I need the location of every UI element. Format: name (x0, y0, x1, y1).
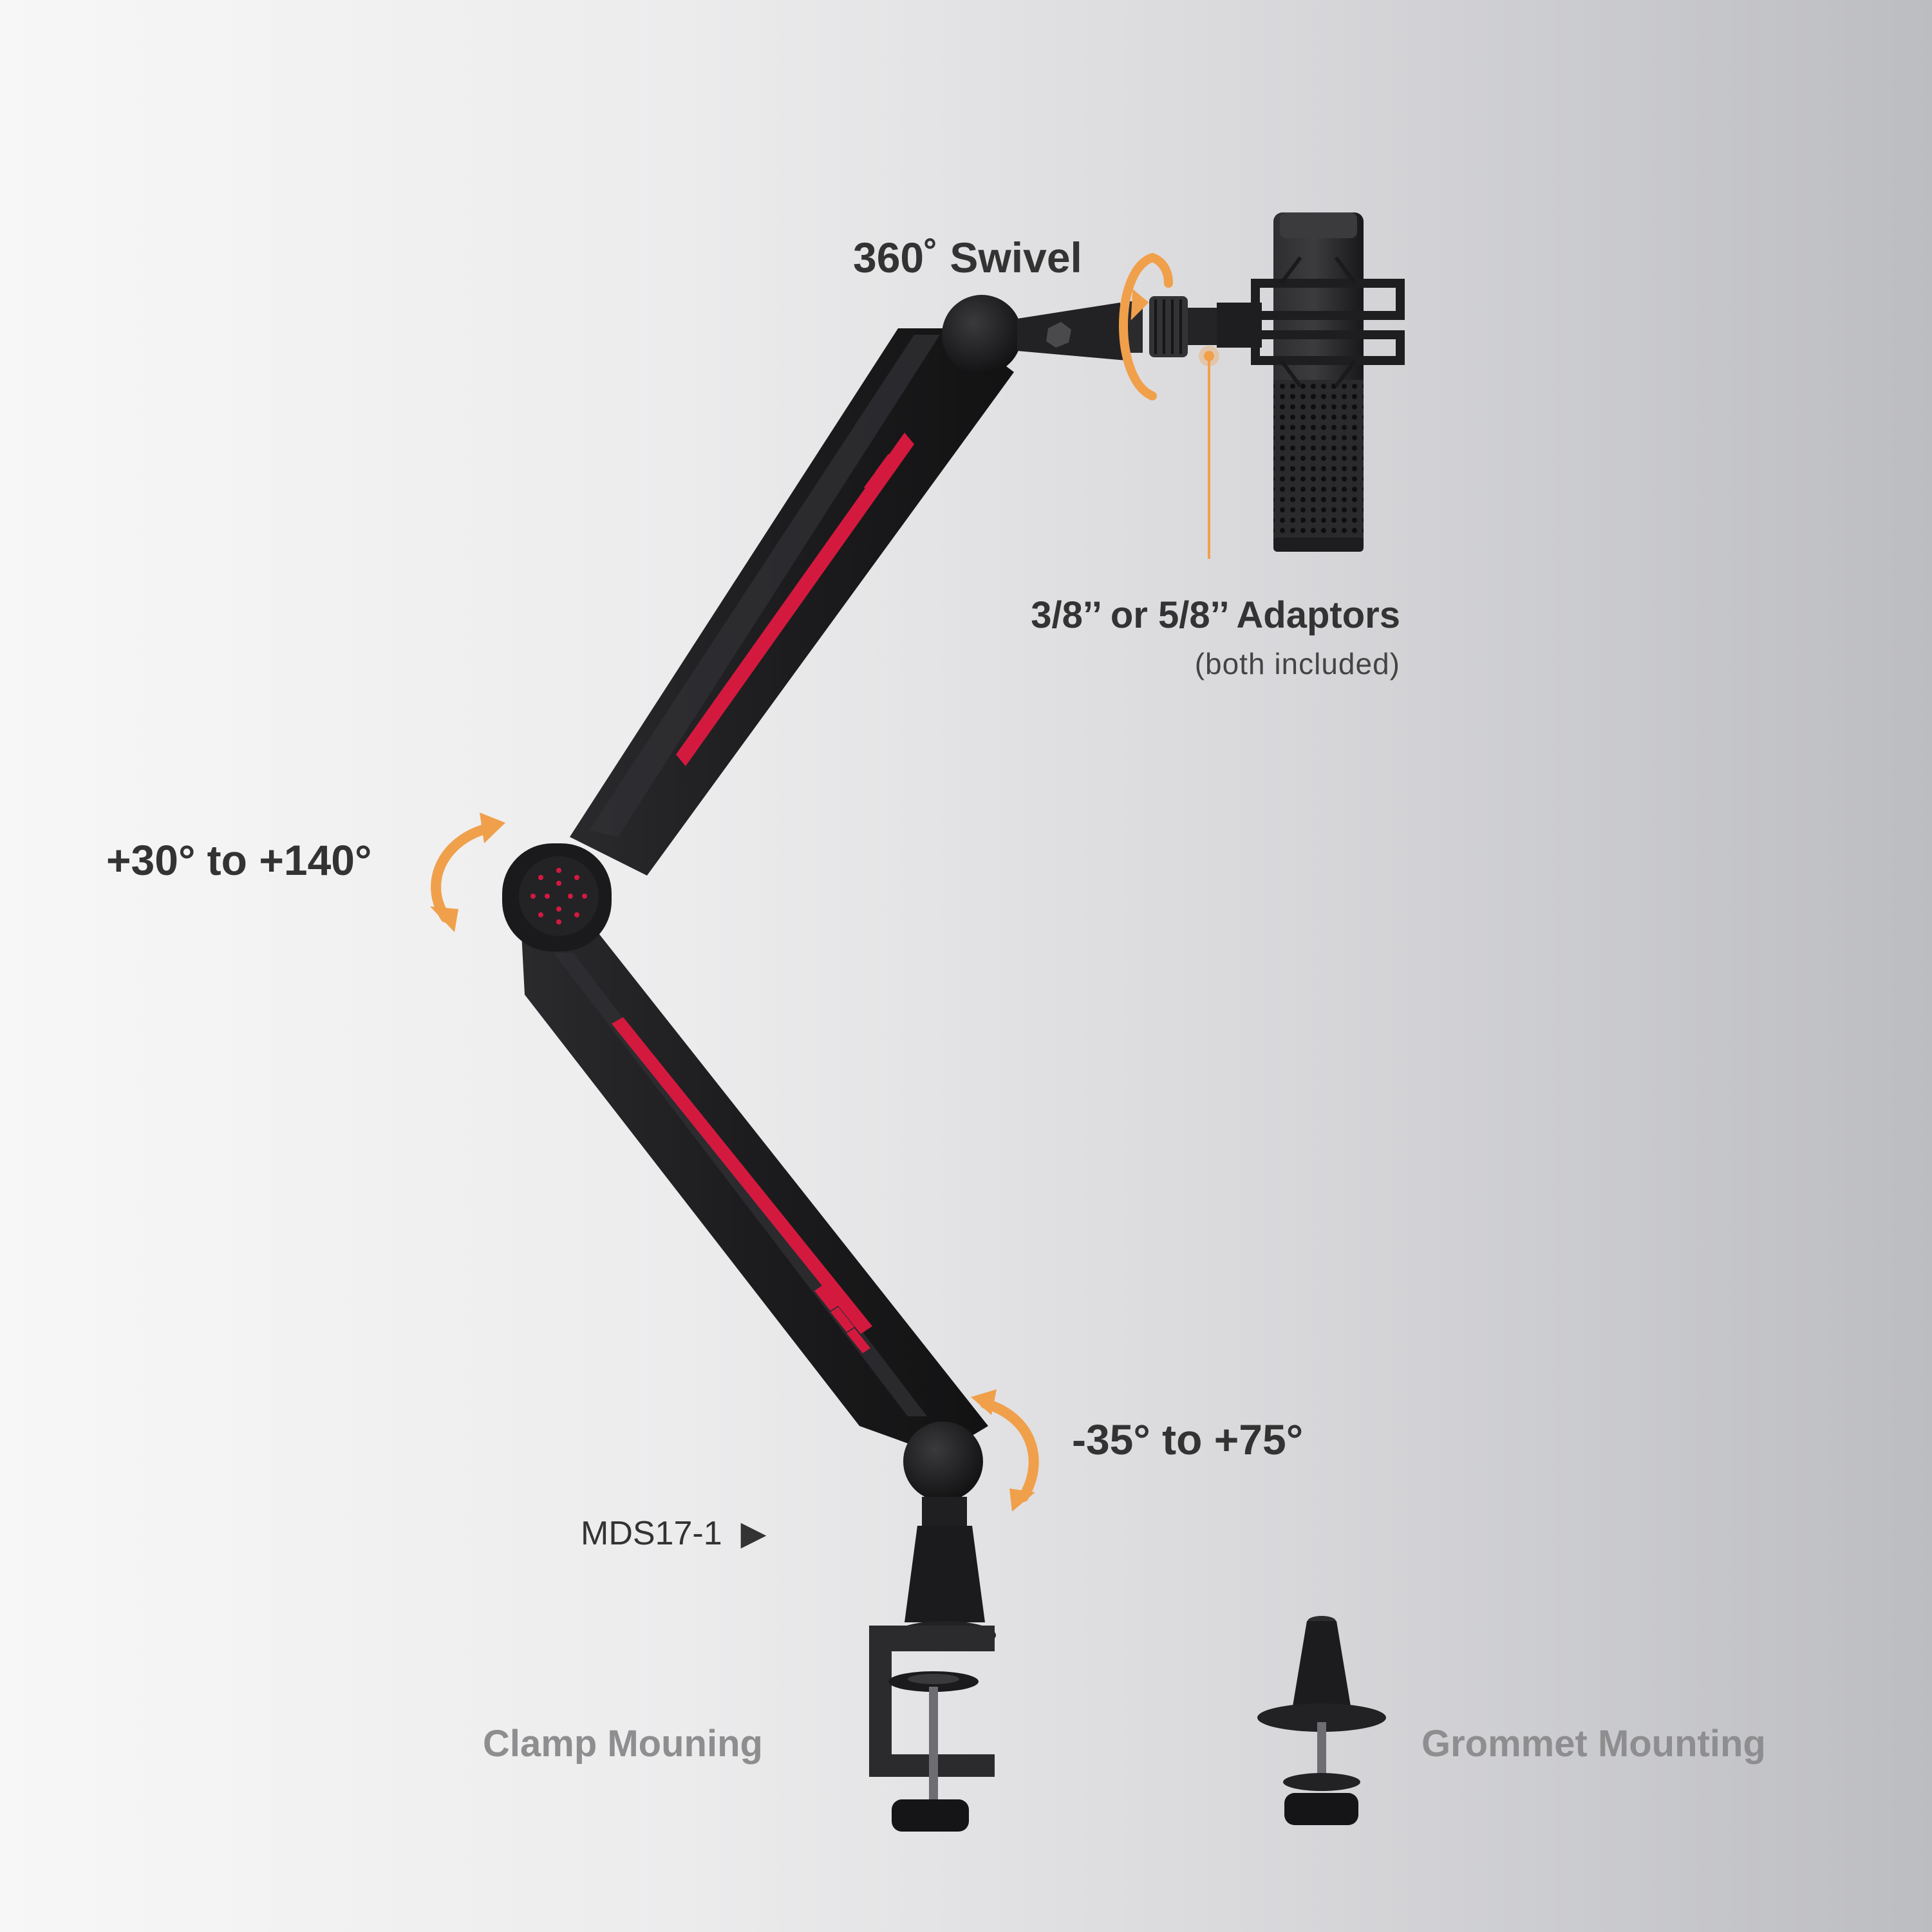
swivel-rotation-arrow-icon (1119, 253, 1173, 400)
middle-rotation-arrow-icon (430, 812, 505, 932)
grommet-mount (1257, 1616, 1386, 1825)
middle-joint-range-label: +30° to +140° (106, 836, 372, 884)
microphone (1217, 212, 1405, 552)
upper-arm-red-strip (676, 433, 914, 766)
base-post (893, 1421, 996, 1649)
adaptors-label: 3/8’’ or 5/8’’ Adaptors (1031, 594, 1400, 636)
swivel-label: 360˚ Swivel (853, 234, 1082, 281)
lower-arm (521, 933, 988, 1455)
clamp-mount (869, 1626, 995, 1832)
middle-joint (502, 843, 612, 952)
clamp-mounting-label: Clamp Mouning (483, 1723, 763, 1765)
base-rotation-arrow-icon (971, 1389, 1039, 1512)
grommet-mounting-label: Grommet Mounting (1421, 1723, 1766, 1765)
base-joint-range-label: -35° to +75° (1072, 1416, 1304, 1463)
upper-arm (570, 328, 1014, 876)
model-name: MDS17-1 (581, 1515, 722, 1552)
play-triangle-icon: ▶ (740, 1515, 767, 1552)
model-label: MDS17-1 ▶ (581, 1514, 767, 1553)
lower-arm-red-strip (612, 1017, 872, 1334)
top-joint (942, 295, 1217, 375)
adaptors-note: (both included) (1194, 647, 1400, 680)
adaptor-callout (1199, 346, 1219, 559)
